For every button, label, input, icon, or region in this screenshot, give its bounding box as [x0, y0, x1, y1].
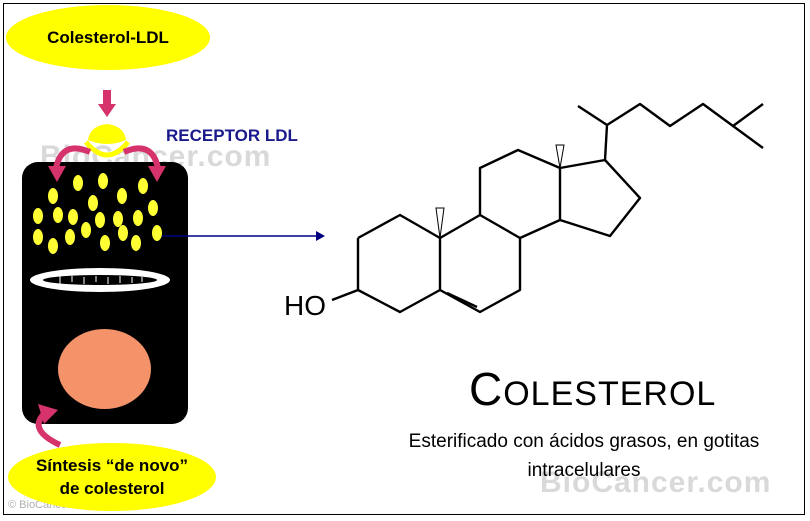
cell-nucleus	[58, 329, 151, 409]
receptor-cup	[84, 140, 130, 158]
de-novo-synthesis-line1: Síntesis “de novo”	[35, 456, 189, 475]
endoplasmic-reticulum	[30, 268, 170, 292]
receptor-ldl-label: RECEPTOR LDL	[166, 126, 298, 145]
synthesis-arrow-head	[38, 404, 58, 424]
lipid-droplets	[33, 173, 162, 254]
curved-arrow-right-icon	[122, 145, 161, 169]
cholesterol-skeleton	[331, 102, 764, 314]
de-novo-synthesis-line2: de colesterol	[59, 479, 165, 498]
figure-frame	[3, 3, 805, 515]
methyl-wedge-1	[435, 207, 445, 239]
watermark-right: BioCancer.com	[540, 466, 772, 499]
molecule-name-initial: C	[469, 363, 504, 415]
molecule-description: Esterificado con ácidos grasos, en gotit…	[408, 431, 760, 481]
ldl-cholesterol-label: Colesterol-LDL	[47, 27, 169, 47]
ldl-down-arrow	[98, 90, 116, 117]
curved-arrow-right-head	[148, 166, 166, 182]
ldl-cholesterol-ellipse: Colesterol-LDL	[6, 5, 210, 70]
de-novo-synthesis-ellipse: Síntesis “de novo” de colesterol	[8, 443, 216, 511]
methyl-wedge-2	[555, 144, 565, 169]
pointer-arrow-icon	[162, 231, 325, 241]
molecule-name: COLESTEROL	[469, 362, 716, 416]
curved-arrow-left-head	[48, 166, 66, 182]
ldl-receptor-shape	[88, 124, 126, 144]
molecule-name-rest: OLESTEROL	[503, 375, 717, 413]
curved-arrow-left-icon	[53, 145, 92, 169]
hydroxyl-group-label: HO	[284, 290, 326, 321]
